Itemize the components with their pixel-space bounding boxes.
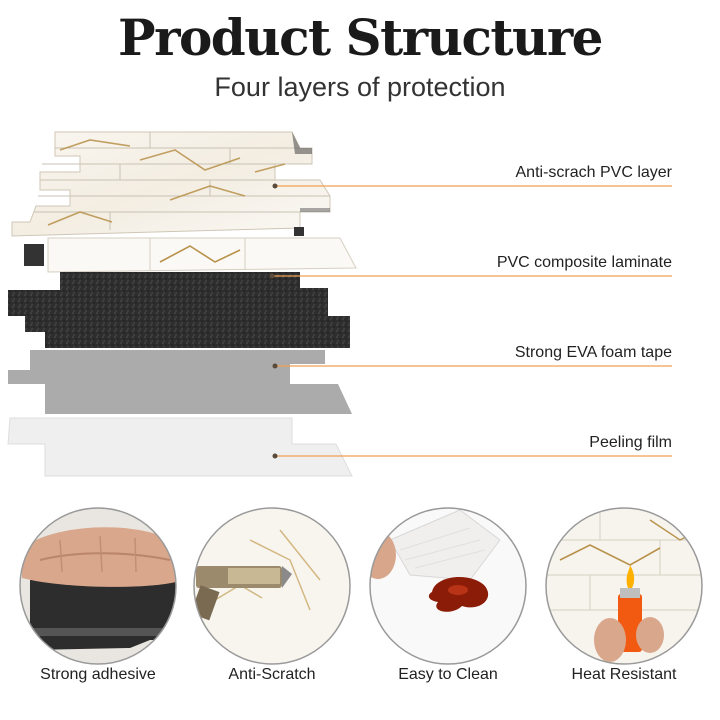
sauce-stain-wipe-icon xyxy=(370,508,526,664)
foam-layer-shape xyxy=(8,350,352,414)
utility-knife-icon xyxy=(194,508,350,664)
feature-label-easy-clean: Easy to Clean xyxy=(398,666,498,683)
lighter-flame-icon xyxy=(546,508,702,664)
page-title: Product Structure xyxy=(118,8,604,67)
leader-lines xyxy=(272,185,672,457)
marble-layer-shape xyxy=(11,131,331,237)
leader-dots xyxy=(269,183,278,459)
page-subtitle: Four layers of protection xyxy=(214,72,506,102)
callout-eva-foam: Strong EVA foam tape xyxy=(514,344,672,361)
film-layer-shape xyxy=(7,417,353,477)
callout-peeling-film: Peeling film xyxy=(589,434,672,451)
callout-pvc-layer: Anti-scrach PVC layer xyxy=(515,164,673,181)
granite-layer-shape xyxy=(8,272,350,348)
feature-label-adhesive: Strong adhesive xyxy=(40,666,156,683)
marble-sheet-lower xyxy=(24,227,357,273)
hand-pressing-tile-icon xyxy=(20,508,176,664)
feature-label-anti-scratch: Anti-Scratch xyxy=(228,666,316,683)
callout-composite-laminate: PVC composite laminate xyxy=(496,254,672,271)
feature-label-heat-resistant: Heat Resistant xyxy=(571,666,677,683)
